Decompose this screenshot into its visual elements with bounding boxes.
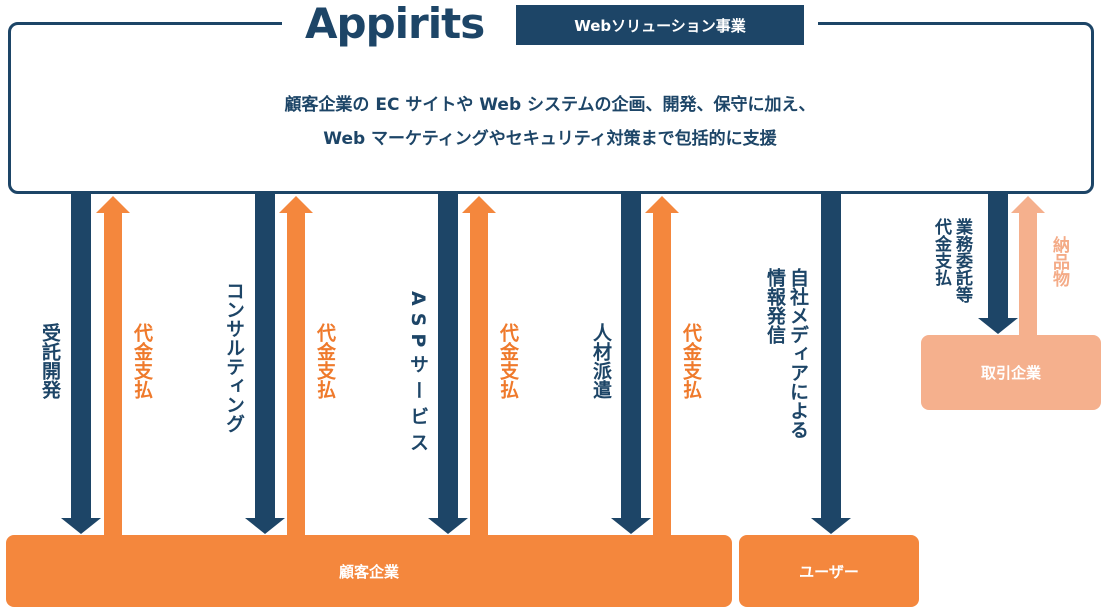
label-media-line-2: 情報発信 [764, 268, 786, 344]
arrow-down-outsourcing [978, 194, 1018, 334]
arrow-up-deliverables [1011, 196, 1045, 336]
label-payment-1: 代金支払 [131, 323, 153, 399]
division-badge: Webソリューション事業 [516, 5, 804, 45]
arrow-down-asp [428, 194, 468, 534]
arrow-up-payment-4 [645, 196, 679, 536]
label-contract-dev: 受託開発 [39, 323, 61, 399]
label-media: 自社メディアによる情報発信 [763, 268, 809, 439]
label-payment-2: 代金支払 [314, 323, 336, 399]
arrow-up-payment-2 [279, 196, 313, 536]
label-staffing: 人材派遣 [590, 323, 612, 399]
description-line-2: Web マーケティングやセキュリティ対策まで包括的に支援 [323, 129, 777, 149]
description-line-1: 顧客企業の EC サイトや Web システムの企画、開発、保守に加え、 [284, 95, 816, 115]
arrow-down-staffing [611, 194, 651, 534]
label-asp: ASPサービス [407, 291, 429, 459]
arrow-up-payment-3 [462, 196, 496, 536]
partner-company-box: 取引企業 [921, 335, 1101, 410]
arrow-down-contract-dev [61, 194, 101, 534]
arrow-down-consulting [245, 194, 285, 534]
label-payment-4: 代金支払 [680, 323, 702, 399]
division-description: 顧客企業の EC サイトや Web システムの企画、開発、保守に加え、 Web … [150, 88, 950, 156]
label-outsourcing-line-1: 業務委託等 [952, 218, 972, 303]
user-box: ユーザー [739, 535, 919, 607]
label-payment-3: 代金支払 [497, 323, 519, 399]
label-outsourcing-line-2: 代金支払 [931, 218, 951, 286]
client-company-box: 顧客企業 [6, 535, 732, 607]
label-outsourcing: 業務委託等代金支払 [930, 218, 972, 303]
arrow-up-payment-1 [96, 196, 130, 536]
appirits-logo: Appirits [305, 0, 485, 48]
label-deliverables: 納品物 [1049, 236, 1069, 287]
arrow-down-media [811, 194, 851, 534]
label-consulting: コンサルティング [223, 281, 245, 433]
label-media-line-1: 自社メディアによる [787, 268, 809, 439]
